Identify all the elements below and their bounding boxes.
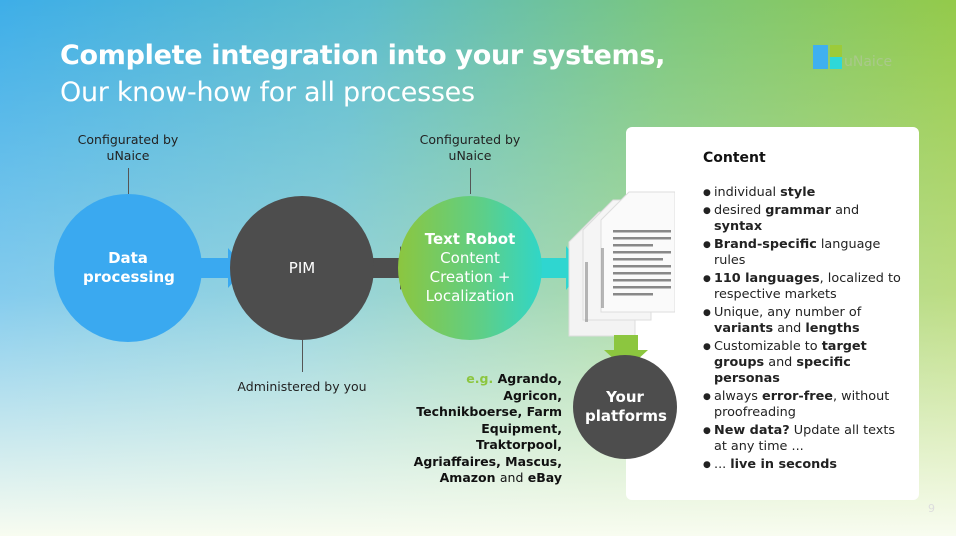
content-text: and: [773, 321, 806, 336]
content-text: Update all texts at any time ...: [714, 423, 896, 454]
content-text: , without proofreading: [714, 389, 890, 420]
content-text: grammar: [765, 203, 831, 218]
content-text: specific personas: [714, 355, 851, 386]
documents-icon: [568, 191, 675, 337]
content-text: and: [764, 355, 797, 370]
content-text: Unique, any number of: [714, 305, 862, 320]
text-robot-node: Text Robot Content Creation + Localizati…: [398, 196, 542, 340]
connector-line: [302, 340, 303, 372]
connector-line: [128, 168, 129, 194]
content-list-item: individual style: [703, 185, 903, 201]
connector-line: [470, 168, 471, 194]
configured-note-2: Configurated by uNaice: [419, 132, 521, 163]
logo-text: uNaice: [844, 54, 893, 70]
content-list-item: ... live in seconds: [703, 457, 903, 473]
content-text: variants: [714, 321, 774, 336]
content-text: Brand-specific: [714, 237, 817, 252]
content-list: individual style desired grammar and synt…: [703, 185, 903, 475]
page-number: 9: [928, 502, 935, 515]
content-list-item: Customizable to target groups and specif…: [703, 339, 903, 387]
content-text: always: [714, 389, 763, 404]
text-robot-title: Text Robot: [424, 230, 516, 248]
content-text: ...: [714, 457, 731, 472]
content-text: style: [780, 185, 816, 200]
content-text: 110 languages: [714, 271, 820, 286]
content-list-item: desired grammar and syntax: [703, 203, 903, 235]
platform-examples: e.g. Agrando, Agricon, Technikboerse, Fa…: [413, 371, 562, 485]
pim-node: PIM: [230, 196, 374, 340]
content-list-item: 110 languages, localized to respective m…: [703, 271, 903, 303]
content-text: desired: [714, 203, 766, 218]
content-text: lengths: [805, 321, 860, 336]
title-line-1: Complete integration into your systems,: [60, 40, 666, 71]
uNaice-logo: uNaice: [813, 45, 892, 69]
arrow-docs-platforms: [604, 335, 648, 370]
content-list-item: Unique, any number of variants and lengt…: [703, 305, 903, 337]
title-line-2: Our know-how for all processes: [60, 77, 475, 108]
content-list-item: New data? Update all texts at any time .…: [703, 423, 903, 455]
content-text: error-free: [762, 389, 833, 404]
administered-note: Administered by you: [237, 379, 367, 394]
content-card: Content individual style desired grammar …: [626, 127, 919, 500]
content-text: language rules: [714, 237, 881, 268]
content-text: live in seconds: [730, 457, 838, 472]
content-text: New data?: [714, 423, 790, 438]
content-list-item: Brand-specific language rules: [703, 237, 903, 269]
content-list-item: always error-free, without proofreading: [703, 389, 903, 421]
content-heading: Content: [703, 150, 766, 166]
content-text: Customizable to: [714, 339, 822, 354]
content-text: target groups: [714, 339, 867, 370]
content-text: , localized to respective markets: [714, 271, 901, 302]
content-text: individual: [714, 185, 781, 200]
content-text: syntax: [714, 219, 763, 234]
your-platforms-node: Your platforms: [573, 355, 677, 459]
configured-note-1: Configurated by uNaice: [77, 132, 179, 163]
content-text: and: [831, 203, 860, 218]
text-robot-subtitle: Content Creation + Localization: [425, 249, 515, 305]
data-processing-node: Data processing: [54, 194, 202, 342]
